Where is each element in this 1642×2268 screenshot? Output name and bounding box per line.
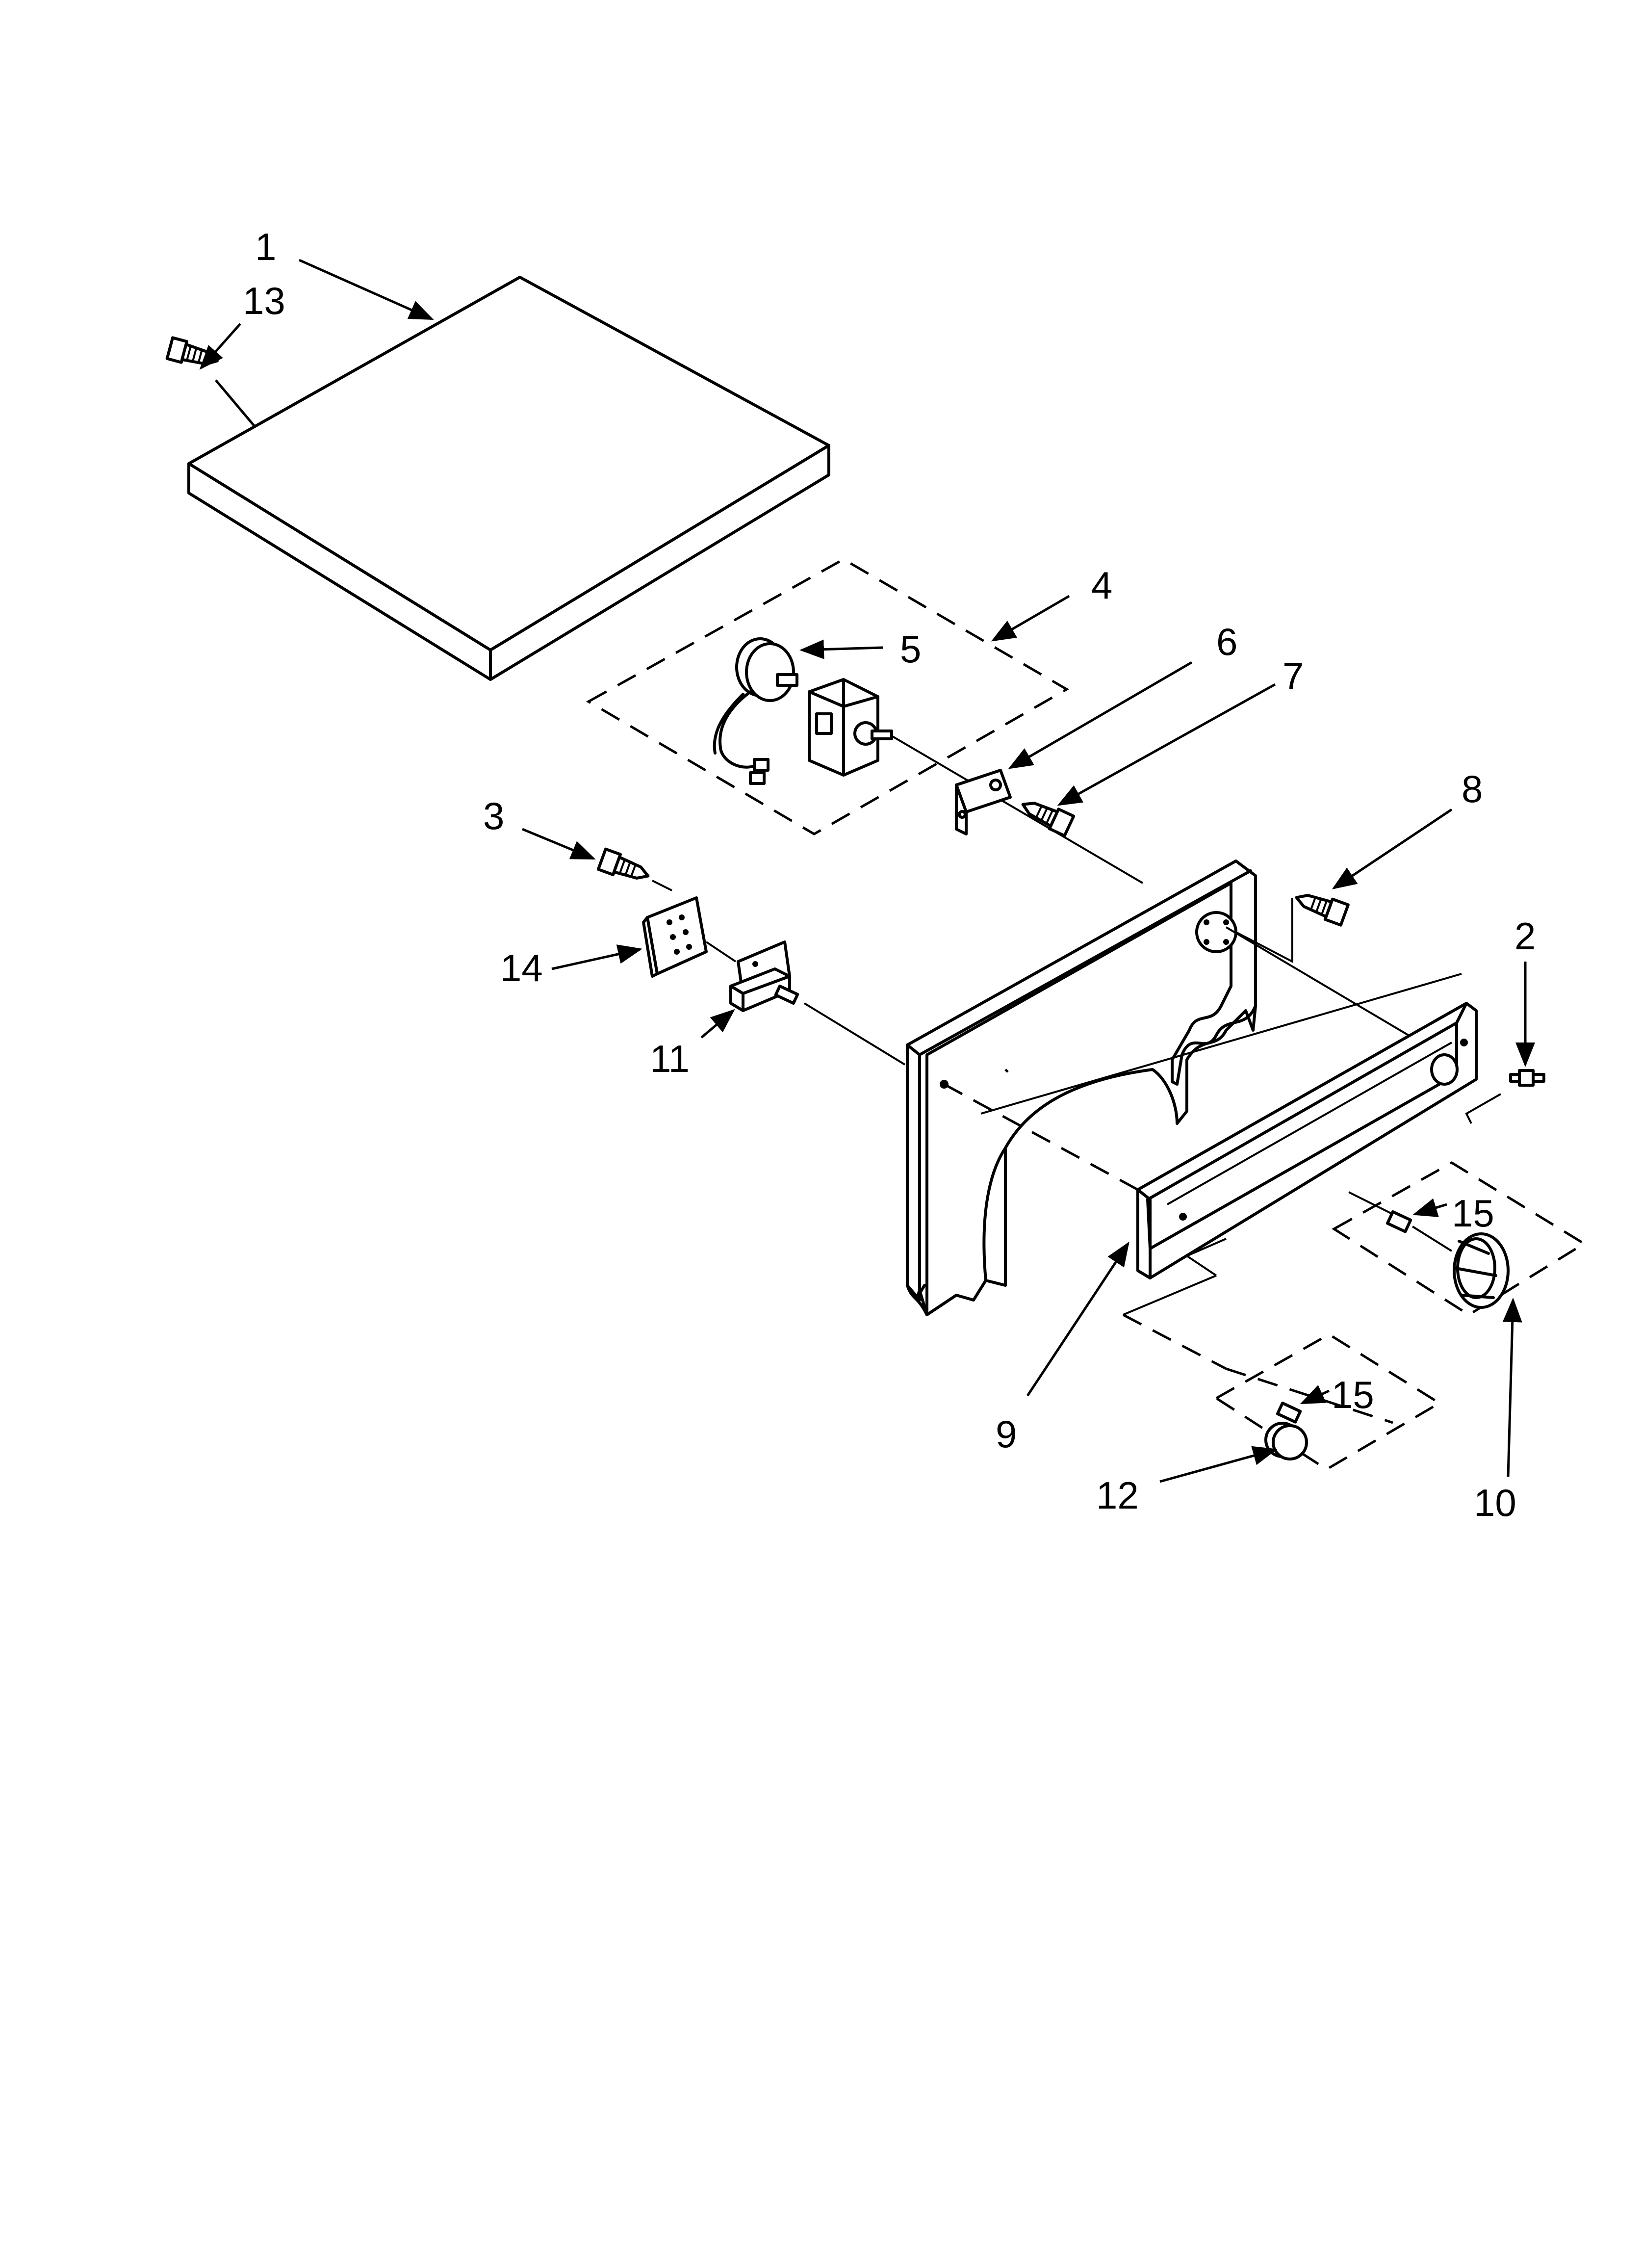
callout-6: 6 xyxy=(1216,620,1237,663)
callout-2: 2 xyxy=(1514,914,1536,958)
callout-11: 11 xyxy=(650,1037,690,1080)
switch-11 xyxy=(729,940,799,1012)
callout-8: 8 xyxy=(1462,767,1483,810)
leader-12 xyxy=(1159,1446,1278,1483)
leader-11 xyxy=(700,1009,735,1039)
callout-9: 9 xyxy=(996,1412,1017,1456)
callout-13: 13 xyxy=(243,279,285,322)
callout-3: 3 xyxy=(483,794,504,837)
switch-plate-14 xyxy=(642,896,708,978)
leader-9 xyxy=(1026,1241,1129,1397)
leader-14 xyxy=(551,944,642,970)
screw-3 xyxy=(596,847,650,880)
callout-12: 12 xyxy=(1096,1474,1139,1517)
knob-10 xyxy=(1386,1210,1510,1309)
console-front-panel-9 xyxy=(1136,1002,1478,1279)
assembly-10-boundary xyxy=(1332,1161,1587,1316)
console-back-panel xyxy=(906,860,1257,1316)
leader-6 xyxy=(1008,661,1193,769)
leader-15a xyxy=(1412,1198,1447,1217)
assembly-4-boundary xyxy=(586,558,1069,835)
bracket-6 xyxy=(955,769,1012,835)
callout-7: 7 xyxy=(1283,654,1304,698)
callout-15-button: 15 xyxy=(1332,1373,1374,1416)
leader-13 xyxy=(199,323,241,370)
screw-7 xyxy=(1021,802,1076,837)
timer-motor-5 xyxy=(713,637,798,785)
leader-1 xyxy=(298,259,434,320)
screw-8 xyxy=(1295,894,1350,927)
leader-5 xyxy=(799,639,883,659)
callout-14: 14 xyxy=(500,946,543,990)
pin-2 xyxy=(1509,1069,1545,1087)
leader-4 xyxy=(991,595,1070,642)
leader-15b xyxy=(1300,1385,1330,1405)
callout-4: 4 xyxy=(1091,564,1112,607)
leader-10 xyxy=(1502,1298,1522,1477)
timer-switch xyxy=(808,678,893,777)
callout-1: 1 xyxy=(255,225,276,268)
push-button-12 xyxy=(1264,1402,1308,1460)
top-panel xyxy=(187,276,830,681)
leader-8 xyxy=(1332,808,1453,889)
leader-3 xyxy=(522,828,596,860)
callout-15-knob: 15 xyxy=(1452,1192,1494,1235)
leader-7 xyxy=(1057,683,1276,806)
callout-5: 5 xyxy=(900,627,921,671)
callout-10: 10 xyxy=(1474,1481,1516,1524)
